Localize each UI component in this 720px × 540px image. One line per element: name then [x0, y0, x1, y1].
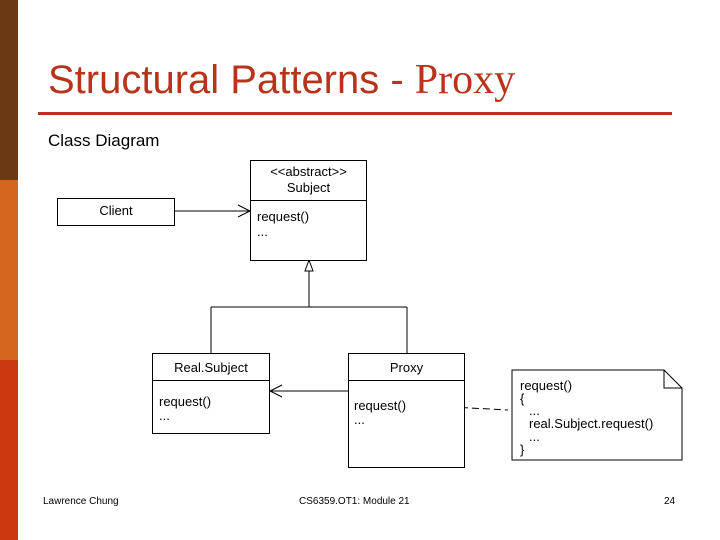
subject-class [250, 160, 367, 261]
note-fold [663, 370, 682, 389]
realsubject-arrowhead [268, 384, 283, 398]
note-line-open-brace: { [520, 391, 525, 406]
note-outline [511, 369, 683, 461]
slide-title-main: Structural Patterns - [48, 58, 415, 102]
proxy-divider [349, 380, 464, 381]
proxy-name: Proxy [389, 360, 424, 375]
slide-title: Structural Patterns - Proxy [48, 54, 515, 106]
realsubject-class [152, 353, 270, 434]
proxy-class [348, 353, 465, 468]
subject-stereotype: <<abstract>> [270, 164, 347, 179]
slide-subtitle: Class Diagram [48, 131, 160, 150]
sidebar-band-top [0, 0, 18, 180]
sidebar-decoration [0, 0, 18, 540]
subject-divider [251, 200, 366, 201]
note-line-ellipsis-1: ... [529, 403, 540, 418]
proxy-op-ellipsis: ... [354, 412, 365, 427]
title-rule [38, 112, 672, 115]
note-line-request: request() [520, 378, 573, 393]
proxy-op-request: request() [354, 398, 407, 413]
realsubject-op-ellipsis: ... [159, 408, 170, 423]
subject-op-request: request() [257, 209, 310, 224]
client-class [57, 198, 175, 226]
inheritance-triangle [304, 258, 314, 272]
footer-page-number: 24 [664, 496, 676, 507]
realsubject-op-request: request() [159, 394, 212, 409]
note-line-ellipsis-2: ... [529, 429, 540, 444]
client-name: Client [99, 203, 133, 218]
slide-title-proxy: Proxy [414, 57, 516, 103]
sidebar-band-middle [0, 180, 18, 360]
realsubject-divider [153, 380, 269, 381]
footer-course: CS6359.OT1: Module 21 [299, 496, 410, 507]
subject-name: Subject [286, 180, 331, 195]
realsubject-name: Real.Subject [174, 360, 248, 375]
note-line-close-brace: } [520, 442, 525, 457]
subject-op-ellipsis: ... [257, 224, 268, 239]
note-line-delegate-call: real.Subject.request() [529, 416, 654, 431]
footer-author: Lawrence Chung [43, 496, 119, 507]
sidebar-band-bottom [0, 360, 18, 540]
